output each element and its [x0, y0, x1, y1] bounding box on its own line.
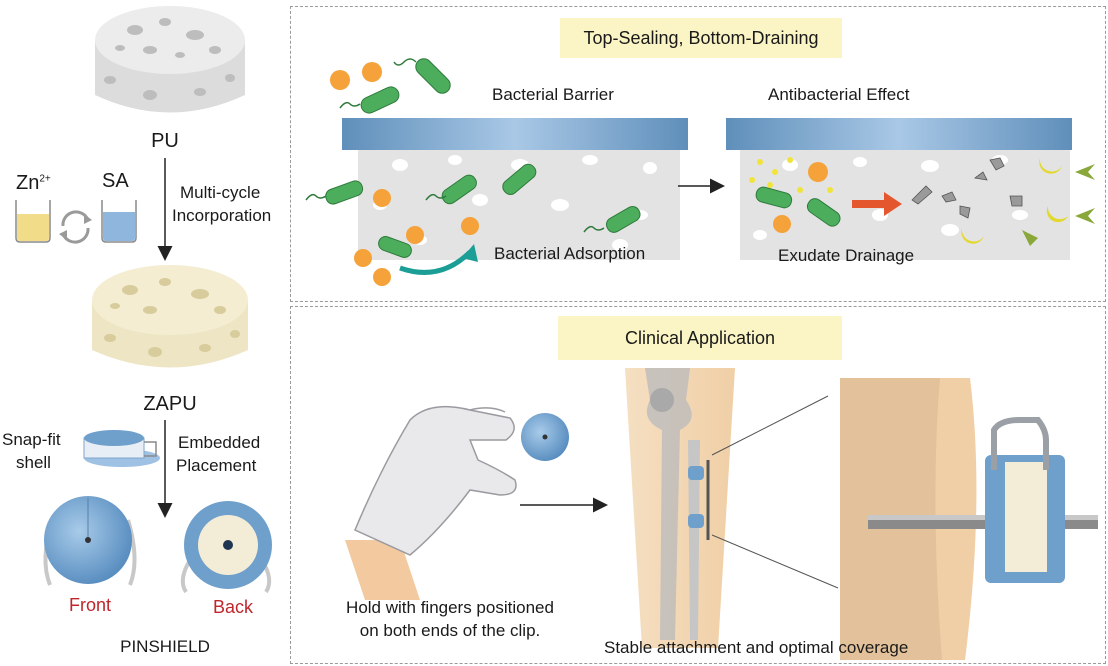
drainage-label: Exudate Drainage	[778, 246, 915, 265]
top-banner: Top-Sealing, Bottom-Draining	[560, 18, 842, 58]
sa-beaker	[101, 200, 137, 243]
hold-line1: Hold with fingers positioned	[346, 598, 554, 617]
antibacterial-effect	[749, 152, 1095, 246]
zn-beaker	[15, 200, 51, 243]
step2-line2: Placement	[176, 456, 257, 475]
drainage-arrow	[852, 192, 902, 216]
cycle-icon	[59, 210, 92, 244]
top-panel	[290, 6, 1106, 302]
bacteria-group	[305, 58, 641, 286]
zn-label: Zn2+	[16, 172, 51, 195]
zn-text: Zn	[16, 172, 40, 194]
leg-xray	[625, 368, 839, 648]
sa-label: SA	[102, 170, 129, 192]
antibacterial-membrane	[726, 118, 1072, 260]
pinshield-back	[180, 501, 272, 594]
bottom-panel	[290, 306, 1106, 664]
adsorption-label: Bacterial Adsorption	[494, 244, 646, 263]
back-label: Back	[212, 597, 254, 617]
hold-line2: on both ends of the clip.	[359, 621, 541, 640]
pu-sponge	[95, 6, 245, 113]
snapfit-line1: Snap-fit	[2, 430, 61, 449]
zn-superscript: 2+	[39, 173, 51, 185]
step1-line2: Incorporation	[172, 206, 272, 225]
pu-label: PU	[151, 130, 179, 152]
step1-line1: Multi-cycle	[180, 183, 261, 202]
pinshield-label: PINSHIELD	[120, 637, 210, 656]
zoom-detail	[840, 378, 1098, 660]
gloved-hand	[345, 405, 517, 600]
snapfit-line2: shell	[16, 453, 51, 472]
zapu-sponge	[92, 265, 248, 368]
antibacterial-title: Antibacterial Effect	[768, 85, 910, 104]
bottom-banner: Clinical Application	[558, 316, 842, 360]
zapu-label: ZAPU	[143, 393, 197, 415]
snapfit-shell	[83, 430, 160, 467]
pinshield-held	[521, 413, 569, 461]
step2-line1: Embedded	[178, 433, 261, 452]
stable-label: Stable attachment and optimal coverage	[604, 638, 909, 657]
front-label: Front	[68, 595, 111, 615]
barrier-title: Bacterial Barrier	[492, 85, 614, 104]
pinshield-front	[43, 496, 137, 586]
